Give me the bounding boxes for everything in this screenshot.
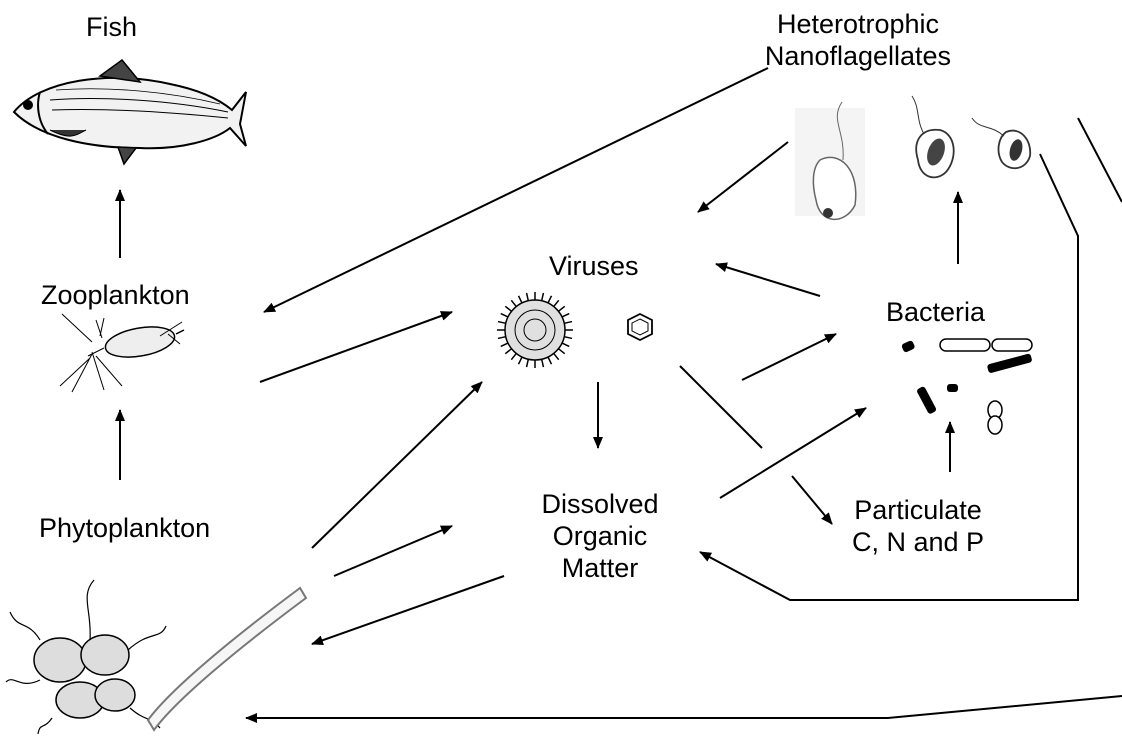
- label-hnf: Heterotrophic Nanoflagellates: [758, 8, 958, 72]
- virus-spike: [519, 296, 522, 303]
- label-dom-line2: Organic: [500, 520, 700, 552]
- hnf-outflow-line: [1078, 118, 1122, 202]
- virus-spike: [542, 293, 544, 301]
- virus-spike: [564, 337, 572, 339]
- label-hnf-line2: Nanoflagellates: [758, 40, 958, 72]
- virus-spike: [511, 300, 516, 306]
- virus-spike: [562, 314, 569, 317]
- label-particulate-line1: Particulate: [838, 494, 998, 526]
- arrow-viruses-to-bacteria: [742, 334, 836, 380]
- label-phytoplankton: Phytoplankton: [39, 512, 210, 544]
- arrow-hnf-to-viruses: [698, 142, 788, 212]
- virus-spike: [505, 349, 511, 354]
- arrow-phytoplankton-to-viruses: [312, 382, 482, 548]
- label-hnf-line1: Heterotrophic: [758, 8, 958, 40]
- fish-illustration: [14, 60, 246, 164]
- arrow-viruses-to-particulate: [680, 366, 762, 448]
- virus-spike: [498, 337, 506, 339]
- label-zooplankton: Zooplankton: [41, 279, 190, 311]
- virus-spike: [564, 322, 572, 324]
- virus-spike: [554, 353, 559, 359]
- virus-spike: [511, 353, 516, 359]
- label-viruses: Viruses: [549, 250, 639, 282]
- arrow-phytoplankton-to-dom: [334, 526, 452, 576]
- bacteria-cells-illustration: [901, 339, 1033, 434]
- virus-spike: [548, 357, 551, 364]
- virus-spike: [558, 306, 564, 311]
- virus-particles-illustration: [497, 292, 652, 368]
- label-dom-line3: Matter: [500, 552, 700, 584]
- label-particulate: Particulate C, N and P: [838, 494, 998, 558]
- arrow-hnf-to-zooplankton: [264, 68, 768, 312]
- label-dom-line1: Dissolved: [500, 488, 700, 520]
- label-bacteria: Bacteria: [886, 296, 985, 328]
- label-particulate-line2: C, N and P: [838, 526, 998, 558]
- virus-spike: [505, 306, 511, 311]
- virus-spike: [554, 300, 559, 306]
- virus-spike: [527, 359, 529, 367]
- arrow-return-to-phytoplankton: [246, 696, 1122, 718]
- label-dom: Dissolved Organic Matter: [500, 488, 700, 584]
- arrow-dom-to-phytoplankton: [312, 576, 504, 644]
- virus-spike: [501, 314, 508, 317]
- virus-spike: [558, 349, 564, 354]
- virus-spike: [527, 293, 529, 301]
- flagellate-cells-illustration: [795, 96, 1030, 219]
- virus-spike: [498, 322, 506, 324]
- copepod-illustration: [60, 314, 184, 392]
- virus-spike: [501, 343, 508, 346]
- arrow-dom-to-bacteria: [720, 408, 866, 498]
- virus-spike: [542, 359, 544, 367]
- label-fish: Fish: [86, 11, 137, 43]
- virus-spike: [548, 296, 551, 303]
- virus-spike: [562, 343, 569, 346]
- virus-spike: [519, 357, 522, 364]
- arrow-zooplankton-to-viruses: [260, 312, 452, 382]
- phytoplankton-colony-illustration: [6, 580, 306, 734]
- arrow-bacteria-to-viruses: [716, 264, 820, 296]
